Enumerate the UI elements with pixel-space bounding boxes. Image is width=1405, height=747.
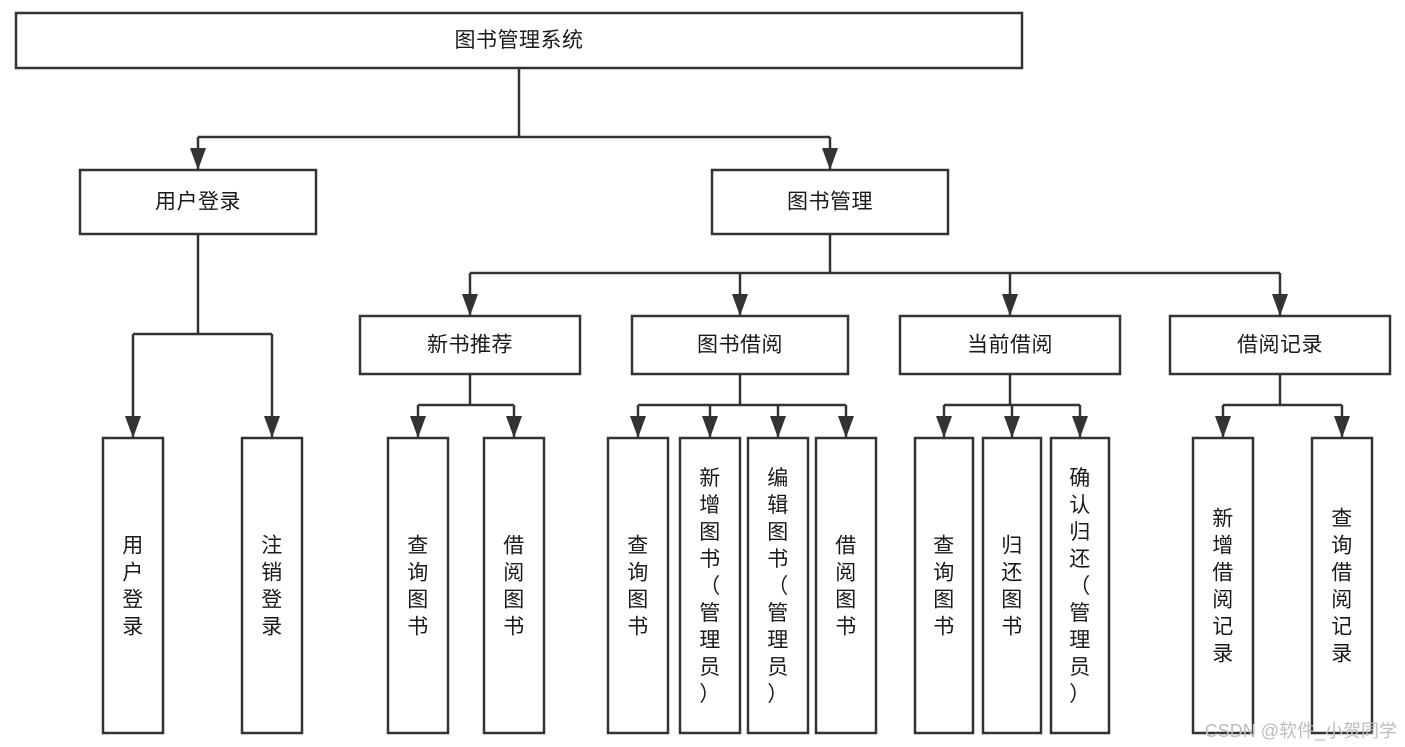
node-leaf-3-借阅图书-label: 借阅图书 bbox=[503, 535, 525, 639]
edge-book-mgmt-drop-2-arrowhead-icon bbox=[1002, 294, 1018, 316]
edge-current-drop-2-arrowhead-icon bbox=[1072, 416, 1088, 438]
node-leaf-6-编辑图书管理员[interactable]: 编辑图书（管理员） bbox=[746, 436, 810, 735]
edge-user-login-drop-1-arrowhead-icon bbox=[264, 416, 280, 438]
edge-current-drop-0-arrowhead-icon bbox=[936, 416, 952, 438]
node-leaf-6-编辑图书管理员-box[interactable] bbox=[746, 436, 810, 735]
node-leaf-9-归还图书-box[interactable] bbox=[981, 436, 1043, 735]
edge-book-mgmt-drop-0-arrowhead-icon bbox=[462, 294, 478, 316]
edge-borrow-drop-0-arrowhead-icon bbox=[630, 416, 646, 438]
csdn-watermark: CSDN @软件_小贺同学 bbox=[1204, 721, 1397, 741]
node-l2-新书推荐-label: 新书推荐 bbox=[427, 334, 513, 357]
edge-current-drop-1-arrowhead-icon bbox=[1004, 416, 1020, 438]
node-leaf-5-新增图书管理员-label: 新增图书（管理员） bbox=[699, 467, 721, 706]
node-l2-新书推荐-box[interactable] bbox=[358, 314, 582, 376]
node-root-图书管理系统[interactable]: 图书管理系统 bbox=[14, 11, 1024, 70]
node-leaf-5-新增图书管理员[interactable]: 新增图书（管理员） bbox=[678, 436, 742, 735]
node-leaf-1-注销登录-label: 注销登录 bbox=[261, 535, 283, 639]
node-l1-图书管理-box[interactable] bbox=[710, 168, 950, 236]
node-l2-当前借阅-box[interactable] bbox=[898, 314, 1122, 376]
node-leaf-8-查询图书-box[interactable] bbox=[913, 436, 975, 735]
node-leaf-7-借阅图书-box[interactable] bbox=[814, 436, 878, 735]
edge-record-drop-0-arrowhead-icon bbox=[1215, 416, 1231, 438]
node-leaf-1-注销登录[interactable]: 注销登录 bbox=[240, 436, 304, 735]
node-leaf-7-借阅图书-label: 借阅图书 bbox=[835, 535, 857, 639]
node-leaf-10-确认归还管理员-label: 确认归还（管理员） bbox=[1069, 467, 1091, 706]
node-leaf-8-查询图书[interactable]: 查询图书 bbox=[913, 436, 975, 735]
node-leaf-3-借阅图书[interactable]: 借阅图书 bbox=[482, 436, 546, 735]
node-leaf-0-用户登录[interactable]: 用户登录 bbox=[101, 436, 165, 735]
edge-book-mgmt-drop-1-arrowhead-icon bbox=[732, 294, 748, 316]
node-root-图书管理系统-label: 图书管理系统 bbox=[455, 29, 584, 52]
node-leaf-0-用户登录-label: 用户登录 bbox=[122, 535, 144, 639]
node-l2-新书推荐[interactable]: 新书推荐 bbox=[358, 314, 582, 376]
node-leaf-9-归还图书-label: 归还图书 bbox=[1001, 535, 1023, 639]
node-l2-当前借阅[interactable]: 当前借阅 bbox=[898, 314, 1122, 376]
node-leaf-3-借阅图书-box[interactable] bbox=[482, 436, 546, 735]
node-leaf-2-查询图书-box[interactable] bbox=[386, 436, 450, 735]
edge-root-drop-0-arrowhead-icon bbox=[190, 148, 206, 170]
node-leaf-11-新增借阅记录[interactable]: 新增借阅记录 bbox=[1191, 436, 1255, 735]
node-l2-图书借阅-box[interactable] bbox=[630, 314, 850, 376]
node-leaf-12-查询借阅记录-label: 查询借阅记录 bbox=[1331, 508, 1353, 666]
node-l2-借阅记录-label: 借阅记录 bbox=[1237, 334, 1323, 357]
node-l1-图书管理[interactable]: 图书管理 bbox=[710, 168, 950, 236]
node-l1-用户登录-label: 用户登录 bbox=[155, 191, 241, 214]
edge-user-login-drop-0-arrowhead-icon bbox=[125, 416, 141, 438]
node-l2-借阅记录-box[interactable] bbox=[1168, 314, 1392, 376]
connectors-layer bbox=[125, 68, 1350, 438]
node-leaf-4-查询图书-label: 查询图书 bbox=[627, 535, 649, 639]
edge-borrow-drop-1-arrowhead-icon bbox=[702, 416, 718, 438]
node-l2-当前借阅-label: 当前借阅 bbox=[967, 334, 1053, 357]
node-leaf-7-借阅图书[interactable]: 借阅图书 bbox=[814, 436, 878, 735]
edge-root-drop-1-arrowhead-icon bbox=[822, 148, 838, 170]
node-root-图书管理系统-box[interactable] bbox=[14, 11, 1024, 70]
edge-borrow-drop-3-arrowhead-icon bbox=[838, 416, 854, 438]
node-l1-用户登录[interactable]: 用户登录 bbox=[78, 168, 318, 236]
node-leaf-4-查询图书-box[interactable] bbox=[606, 436, 670, 735]
node-leaf-4-查询图书[interactable]: 查询图书 bbox=[606, 436, 670, 735]
node-leaf-11-新增借阅记录-box[interactable] bbox=[1191, 436, 1255, 735]
node-leaf-1-注销登录-box[interactable] bbox=[240, 436, 304, 735]
node-leaf-10-确认归还管理员-box[interactable] bbox=[1049, 436, 1111, 735]
node-leaf-8-查询图书-label: 查询图书 bbox=[933, 535, 955, 639]
node-leaf-5-新增图书管理员-box[interactable] bbox=[678, 436, 742, 735]
nodes-layer: 图书管理系统用户登录图书管理新书推荐图书借阅当前借阅借阅记录用户登录注销登录查询… bbox=[14, 11, 1392, 735]
node-leaf-12-查询借阅记录-box[interactable] bbox=[1310, 436, 1374, 735]
node-leaf-9-归还图书[interactable]: 归还图书 bbox=[981, 436, 1043, 735]
node-leaf-2-查询图书[interactable]: 查询图书 bbox=[386, 436, 450, 735]
edge-record-drop-1-arrowhead-icon bbox=[1334, 416, 1350, 438]
node-leaf-11-新增借阅记录-label: 新增借阅记录 bbox=[1212, 508, 1234, 666]
node-l2-借阅记录[interactable]: 借阅记录 bbox=[1168, 314, 1392, 376]
node-l2-图书借阅[interactable]: 图书借阅 bbox=[630, 314, 850, 376]
node-leaf-6-编辑图书管理员-label: 编辑图书（管理员） bbox=[767, 467, 789, 706]
node-leaf-2-查询图书-label: 查询图书 bbox=[407, 535, 429, 639]
edge-new-book-drop-1-arrowhead-icon bbox=[506, 416, 522, 438]
node-leaf-12-查询借阅记录[interactable]: 查询借阅记录 bbox=[1310, 436, 1374, 735]
edge-book-mgmt-drop-3-arrowhead-icon bbox=[1272, 294, 1288, 316]
node-leaf-10-确认归还管理员[interactable]: 确认归还（管理员） bbox=[1049, 436, 1111, 735]
node-l1-图书管理-label: 图书管理 bbox=[787, 191, 873, 214]
node-l1-用户登录-box[interactable] bbox=[78, 168, 318, 236]
node-leaf-0-用户登录-box[interactable] bbox=[101, 436, 165, 735]
node-l2-图书借阅-label: 图书借阅 bbox=[697, 334, 783, 357]
edge-borrow-drop-2-arrowhead-icon bbox=[770, 416, 786, 438]
edge-new-book-drop-0-arrowhead-icon bbox=[410, 416, 426, 438]
